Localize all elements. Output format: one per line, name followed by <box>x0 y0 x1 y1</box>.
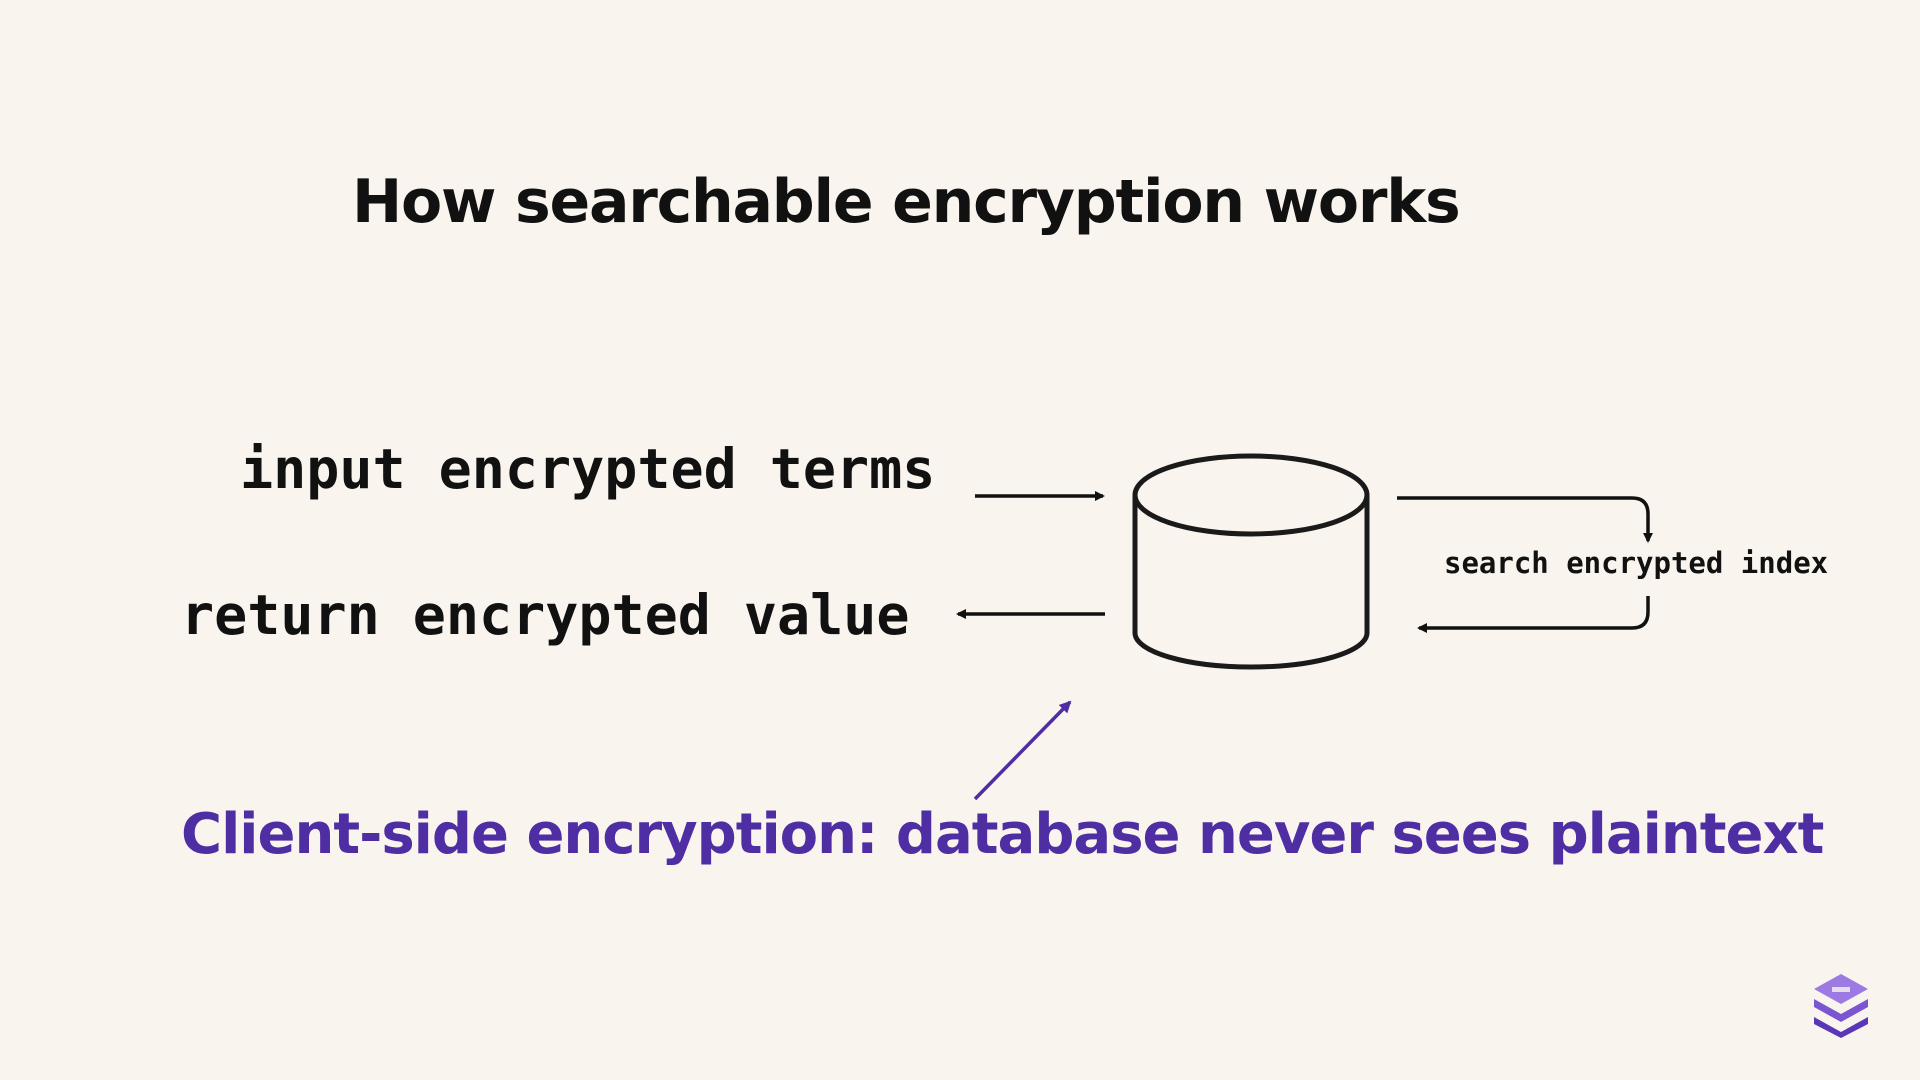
stacked-layers-logo-icon <box>1814 974 1868 1038</box>
return-encrypted-value-label: return encrypted value <box>181 583 910 647</box>
input-encrypted-terms-label: input encrypted terms <box>240 437 936 501</box>
client-side-encryption-caption: Client-side encryption: database never s… <box>181 802 1824 867</box>
client-side-pointer-arrow <box>973 700 1072 801</box>
slide-title: How searchable encryption works <box>352 167 1461 237</box>
search-encrypted-index-label: search encrypted index <box>1444 546 1829 580</box>
database-icon <box>1132 453 1370 670</box>
search-loop-arrow-top <box>1397 496 1653 543</box>
search-loop-arrow-bottom <box>1417 596 1650 633</box>
